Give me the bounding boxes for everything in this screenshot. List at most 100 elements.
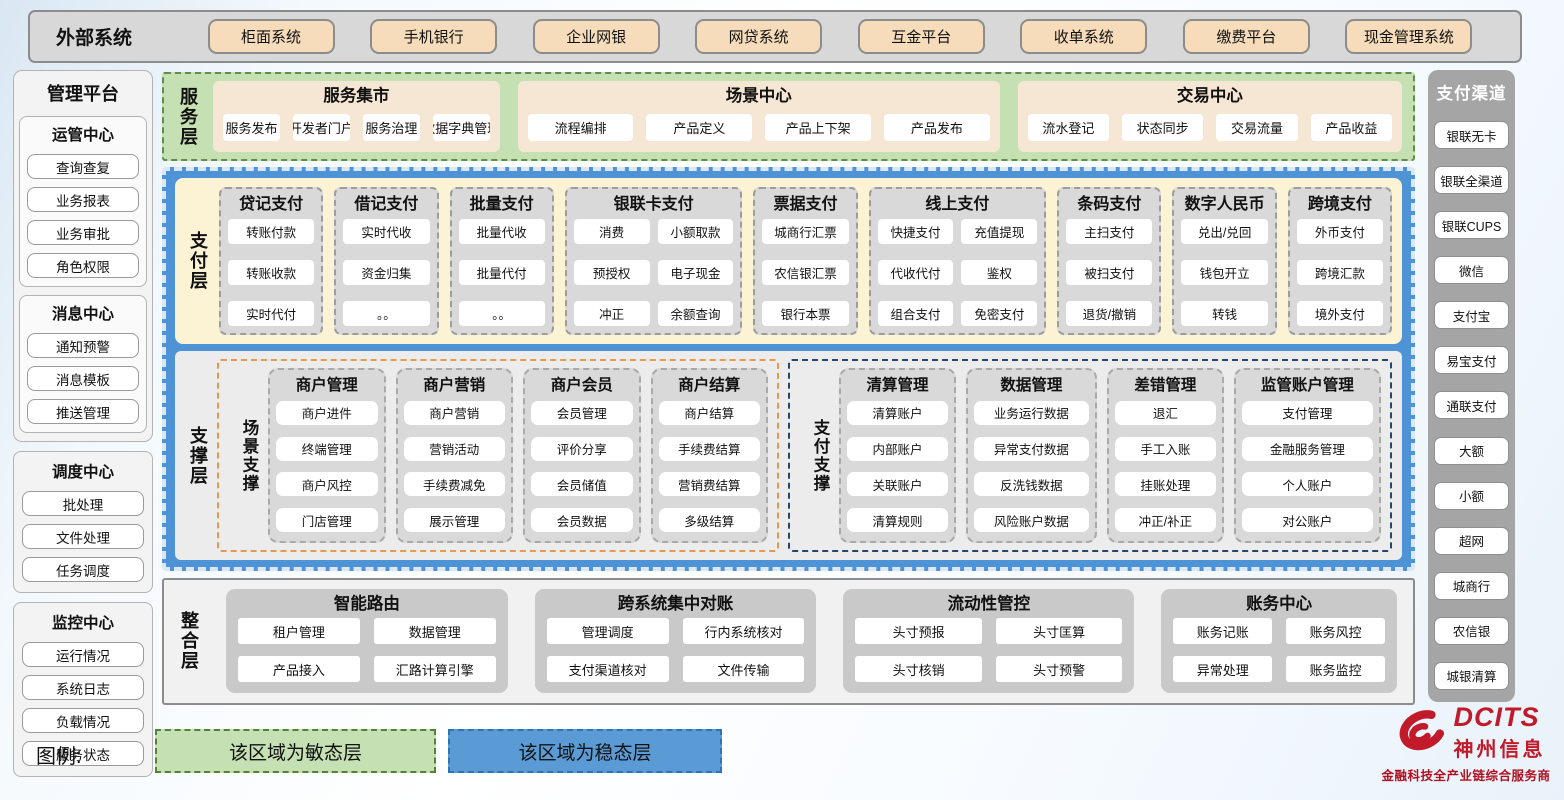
integration-item-button[interactable]: 租户管理 <box>238 618 360 644</box>
payment-item-button[interactable]: 转钱 <box>1181 301 1268 326</box>
support-item-button[interactable]: 展示管理 <box>403 508 505 533</box>
channel-button[interactable]: 通联支付 <box>1434 391 1509 420</box>
payment-item-button[interactable]: 批量代付 <box>458 260 545 285</box>
external-system-button[interactable]: 手机银行 <box>370 19 498 54</box>
integration-item-button[interactable]: 异常处理 <box>1173 656 1273 682</box>
support-item-button[interactable]: 营销费结算 <box>658 472 760 497</box>
management-item-button[interactable]: 通知预警 <box>27 333 139 358</box>
payment-item-button[interactable]: 跨境汇款 <box>1296 260 1384 285</box>
channel-button[interactable]: 支付宝 <box>1434 301 1509 330</box>
support-item-button[interactable]: 金融服务管理 <box>1241 436 1374 461</box>
management-item-button[interactable]: 业务报表 <box>27 187 139 212</box>
support-item-button[interactable]: 会员储值 <box>531 472 633 497</box>
support-item-button[interactable]: 反洗钱数据 <box>973 472 1089 497</box>
support-item-button[interactable]: 对公账户 <box>1241 508 1374 533</box>
channel-button[interactable]: 大额 <box>1434 436 1509 465</box>
integration-item-button[interactable]: 账务监控 <box>1286 656 1385 682</box>
integration-item-button[interactable]: 头寸核销 <box>855 656 982 682</box>
payment-item-button[interactable]: 实时代付 <box>228 301 315 326</box>
support-item-button[interactable]: 终端管理 <box>276 436 378 461</box>
service-item-button[interactable]: 交易流量 <box>1216 114 1298 141</box>
support-item-button[interactable]: 手续费结算 <box>658 436 760 461</box>
service-item-button[interactable]: 服务治理 <box>362 114 420 141</box>
channel-button[interactable]: 农信银 <box>1434 616 1509 645</box>
support-item-button[interactable]: 会员管理 <box>531 400 633 425</box>
support-item-button[interactable]: 冲正/补正 <box>1114 508 1216 533</box>
payment-item-button[interactable]: 组合支付 <box>877 301 954 326</box>
support-item-button[interactable]: 清算账户 <box>847 400 948 425</box>
integration-item-button[interactable]: 头寸匡算 <box>995 618 1123 644</box>
channel-button[interactable]: 城银清算 <box>1434 661 1509 690</box>
support-item-button[interactable]: 退汇 <box>1114 400 1216 425</box>
external-system-button[interactable]: 收单系统 <box>1020 19 1148 54</box>
support-item-button[interactable]: 挂账处理 <box>1114 472 1216 497</box>
payment-item-button[interactable]: 快捷支付 <box>877 219 954 244</box>
payment-item-button[interactable]: 退货/撤销 <box>1066 301 1153 326</box>
support-item-button[interactable]: 清算规则 <box>847 508 948 533</box>
support-item-button[interactable]: 商户结算 <box>658 400 760 425</box>
payment-item-button[interactable]: 电子现金 <box>657 260 734 285</box>
service-item-button[interactable]: 服务发布 <box>223 114 280 141</box>
integration-item-button[interactable]: 头寸预报 <box>855 618 982 644</box>
integration-item-button[interactable]: 支付渠道核对 <box>546 656 669 682</box>
channel-button[interactable]: 易宝支付 <box>1434 346 1509 375</box>
service-item-button[interactable]: 数据字典管理 <box>432 114 490 141</box>
payment-item-button[interactable]: 城商行汇票 <box>762 219 849 244</box>
integration-item-button[interactable]: 产品接入 <box>238 656 360 682</box>
support-item-button[interactable]: 商户进件 <box>276 400 378 425</box>
integration-item-button[interactable]: 文件传输 <box>682 656 805 682</box>
payment-item-button[interactable]: 免密支付 <box>961 301 1038 326</box>
management-item-button[interactable]: 任务调度 <box>22 557 144 582</box>
service-item-button[interactable]: 产品发布 <box>883 114 990 141</box>
management-item-button[interactable]: 服务状态 <box>22 741 144 766</box>
external-system-button[interactable]: 柜面系统 <box>207 19 335 54</box>
external-system-button[interactable]: 缴费平台 <box>1182 19 1310 54</box>
support-item-button[interactable]: 多级结算 <box>658 508 760 533</box>
payment-item-button[interactable]: 兑出/兑回 <box>1181 219 1268 244</box>
support-item-button[interactable]: 手工入账 <box>1114 436 1216 461</box>
integration-item-button[interactable]: 数据管理 <box>373 618 496 644</box>
support-item-button[interactable]: 评价分享 <box>531 436 633 461</box>
payment-item-button[interactable]: 预授权 <box>573 260 650 285</box>
service-item-button[interactable]: 流水登记 <box>1027 114 1109 141</box>
integration-item-button[interactable]: 汇路计算引擎 <box>373 656 496 682</box>
payment-item-button[interactable]: 银行本票 <box>762 301 849 326</box>
payment-item-button[interactable]: 冲正 <box>573 301 650 326</box>
payment-item-button[interactable]: 主扫支付 <box>1066 219 1153 244</box>
payment-item-button[interactable]: 转账收款 <box>228 260 315 285</box>
management-item-button[interactable]: 业务审批 <box>27 220 139 245</box>
service-item-button[interactable]: 开发者门户 <box>292 114 350 141</box>
support-item-button[interactable]: 业务运行数据 <box>973 400 1089 425</box>
service-item-button[interactable]: 状态同步 <box>1122 114 1204 141</box>
external-system-button[interactable]: 现金管理系统 <box>1345 19 1473 54</box>
payment-item-button[interactable]: 境外支付 <box>1296 301 1384 326</box>
payment-item-button[interactable]: 。。 <box>458 301 545 326</box>
channel-button[interactable]: 超网 <box>1434 526 1509 555</box>
service-item-button[interactable]: 产品上下架 <box>765 114 871 141</box>
support-item-button[interactable]: 个人账户 <box>1241 472 1374 497</box>
payment-item-button[interactable]: 农信银汇票 <box>762 260 849 285</box>
payment-item-button[interactable]: 转账付款 <box>228 219 315 244</box>
payment-item-button[interactable]: 批量代收 <box>458 219 545 244</box>
service-item-button[interactable]: 产品收益 <box>1310 114 1392 141</box>
service-item-button[interactable]: 流程编排 <box>527 114 634 141</box>
payment-item-button[interactable]: 被扫支付 <box>1066 260 1153 285</box>
channel-button[interactable]: 银联全渠道 <box>1434 166 1509 195</box>
payment-item-button[interactable]: 小额取款 <box>657 219 734 244</box>
support-item-button[interactable]: 门店管理 <box>276 508 378 533</box>
management-item-button[interactable]: 消息模板 <box>27 366 139 391</box>
payment-item-button[interactable]: 实时代收 <box>343 219 430 244</box>
payment-item-button[interactable]: 资金归集 <box>343 260 430 285</box>
support-item-button[interactable]: 商户营销 <box>403 400 505 425</box>
integration-item-button[interactable]: 管理调度 <box>546 618 669 644</box>
channel-button[interactable]: 小额 <box>1434 481 1509 510</box>
integration-item-button[interactable]: 头寸预警 <box>995 656 1123 682</box>
payment-item-button[interactable]: 鉴权 <box>961 260 1038 285</box>
payment-item-button[interactable]: 充值提现 <box>961 219 1038 244</box>
payment-item-button[interactable]: 外币支付 <box>1296 219 1384 244</box>
support-item-button[interactable]: 异常支付数据 <box>973 436 1089 461</box>
support-item-button[interactable]: 营销活动 <box>403 436 505 461</box>
management-item-button[interactable]: 文件处理 <box>22 524 144 549</box>
support-item-button[interactable]: 关联账户 <box>847 472 948 497</box>
support-item-button[interactable]: 风险账户数据 <box>973 508 1089 533</box>
